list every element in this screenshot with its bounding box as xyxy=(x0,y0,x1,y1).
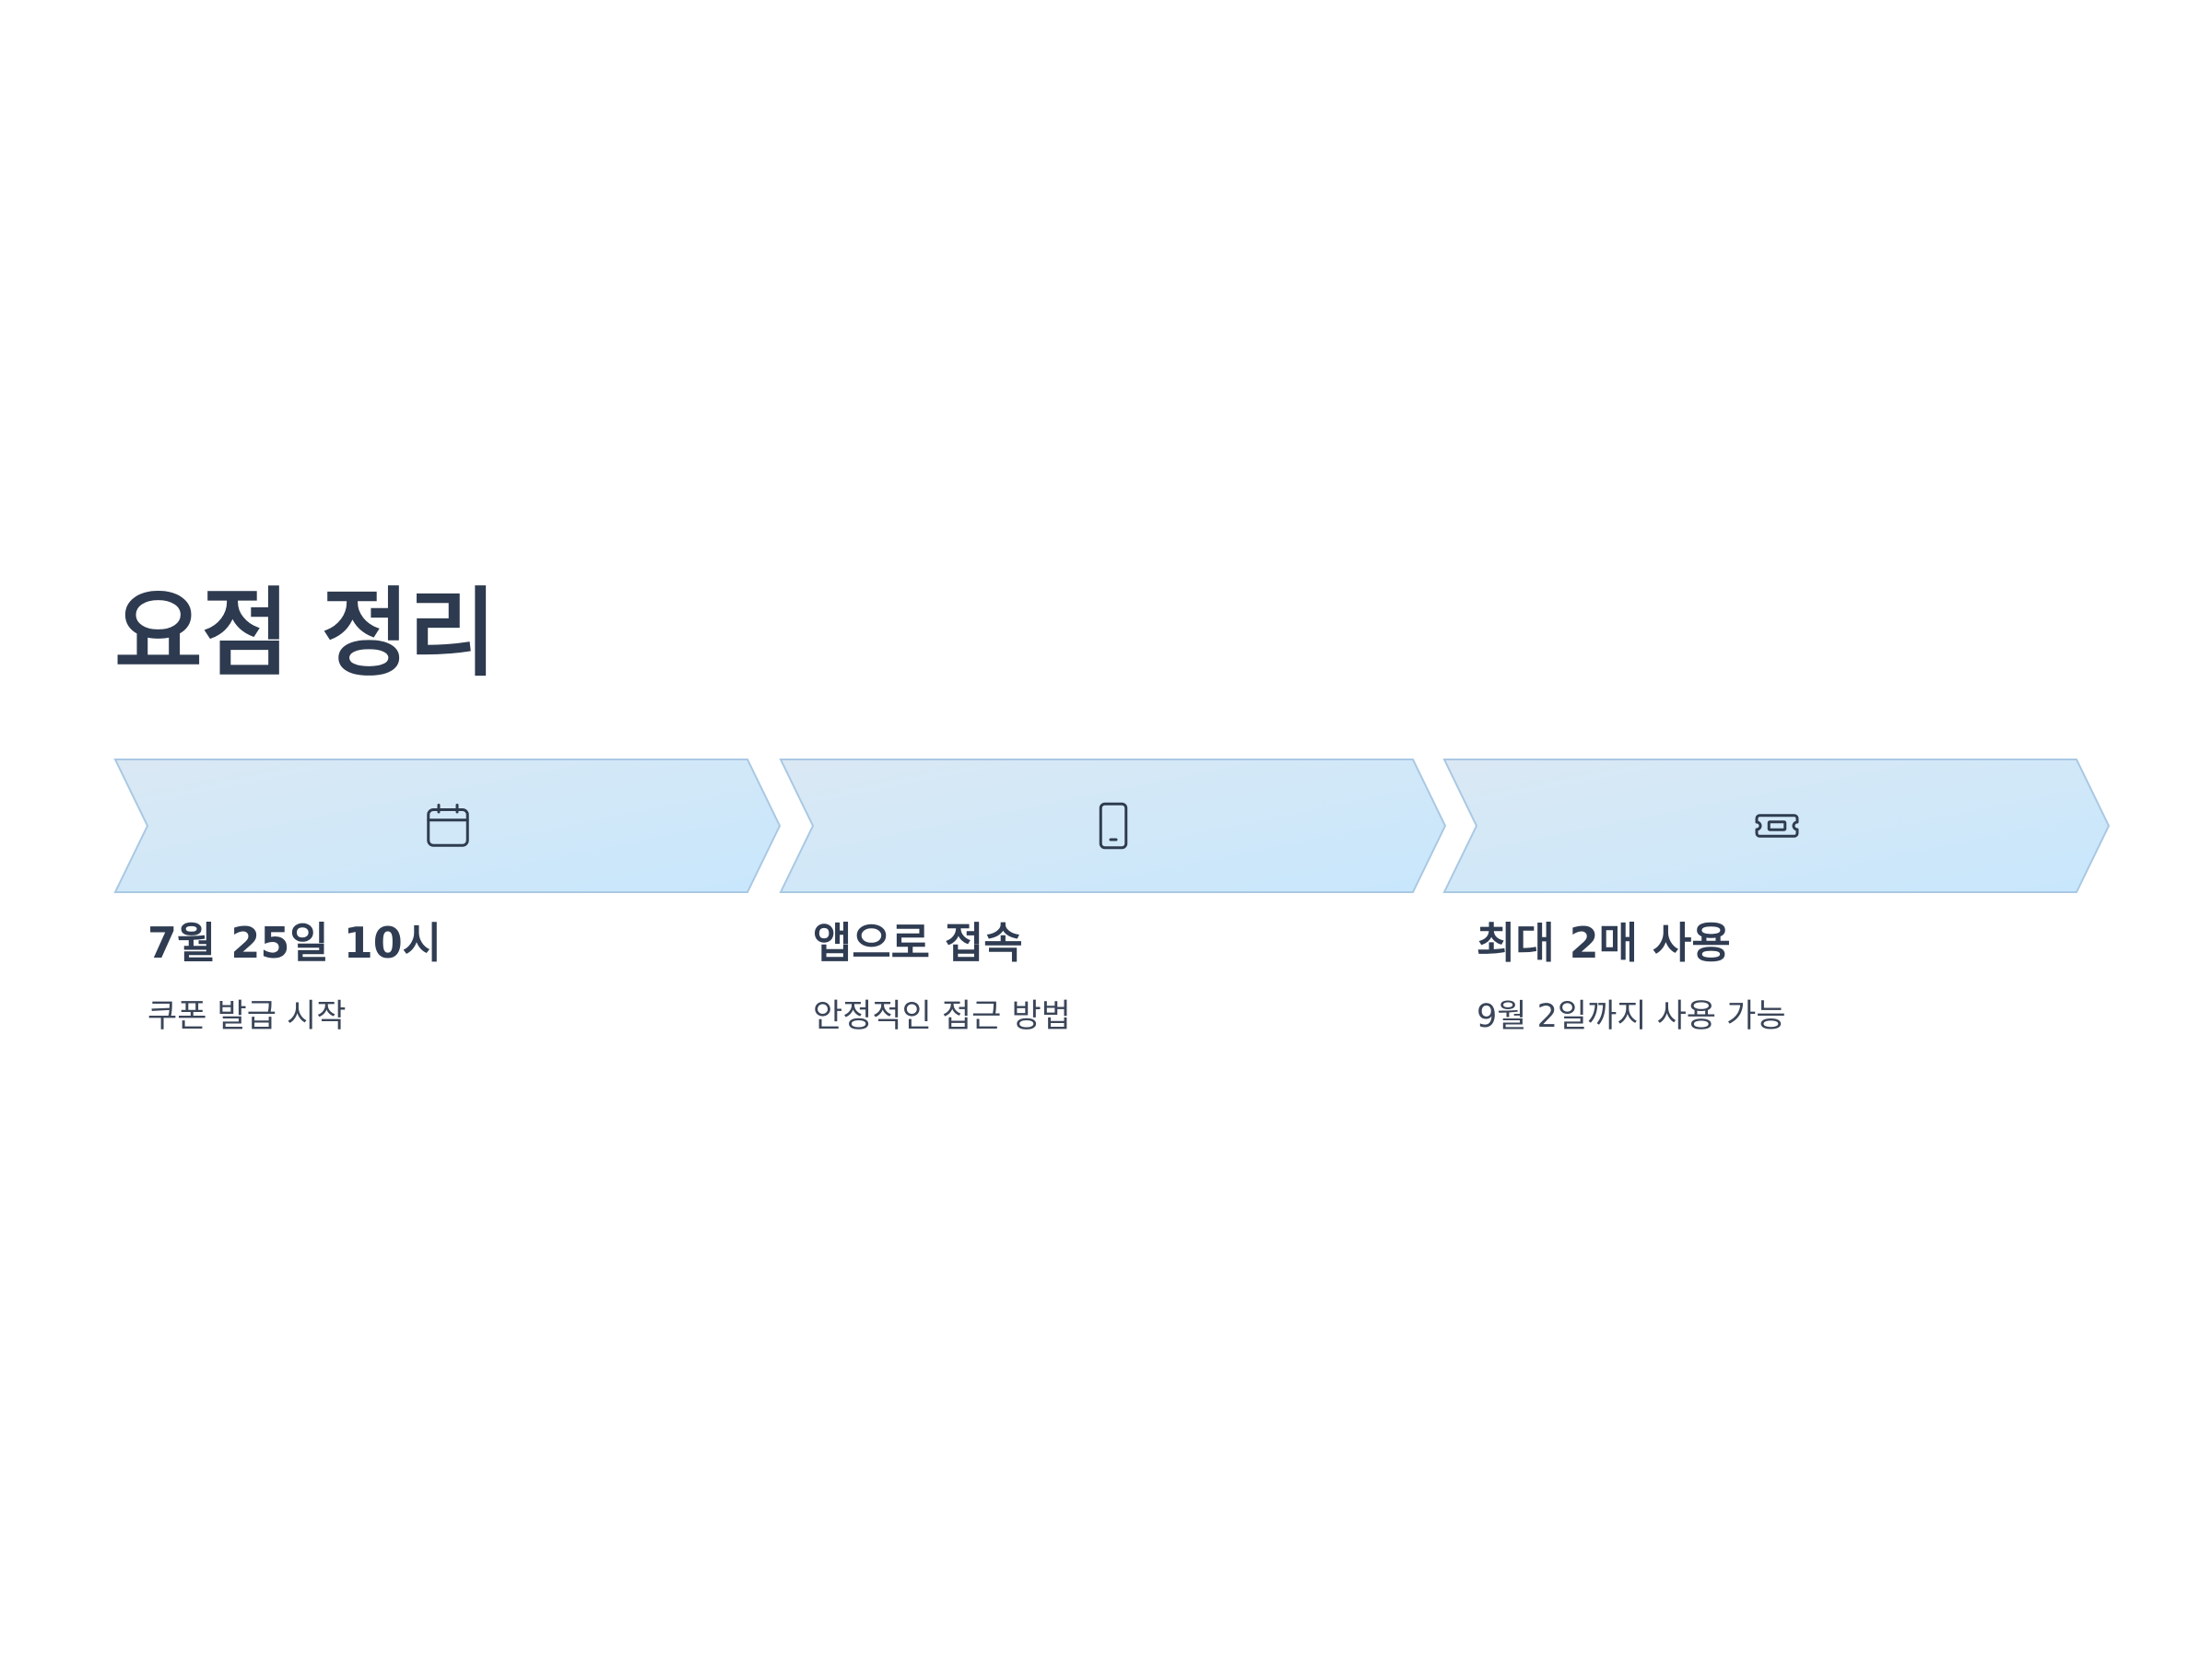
step-3-description: 9월 2일까지 사용 가능 xyxy=(1477,998,1786,1035)
step-1-description: 쿠폰 발급 시작 xyxy=(147,998,347,1035)
step-2-title: 앱으로 접속 xyxy=(813,918,1023,968)
step-1-title: 7월 25일 10시 xyxy=(147,918,442,968)
step-3-title: 최대 2매 사용 xyxy=(1477,918,1731,968)
chevron-shape xyxy=(779,759,1447,893)
process-step-3-chevron xyxy=(1442,759,2111,893)
process-step-2-chevron xyxy=(779,759,1447,893)
page-title: 요점 정리 xyxy=(114,577,497,689)
calendar-icon xyxy=(420,798,476,853)
process-step-1-chevron xyxy=(113,759,782,893)
chevron-shape xyxy=(1442,759,2111,893)
step-2-description: 안정적인 접근 방법 xyxy=(813,998,1071,1035)
ticket-icon xyxy=(1749,798,1805,853)
chevron-shape xyxy=(113,759,782,893)
smartphone-icon xyxy=(1086,798,1141,853)
